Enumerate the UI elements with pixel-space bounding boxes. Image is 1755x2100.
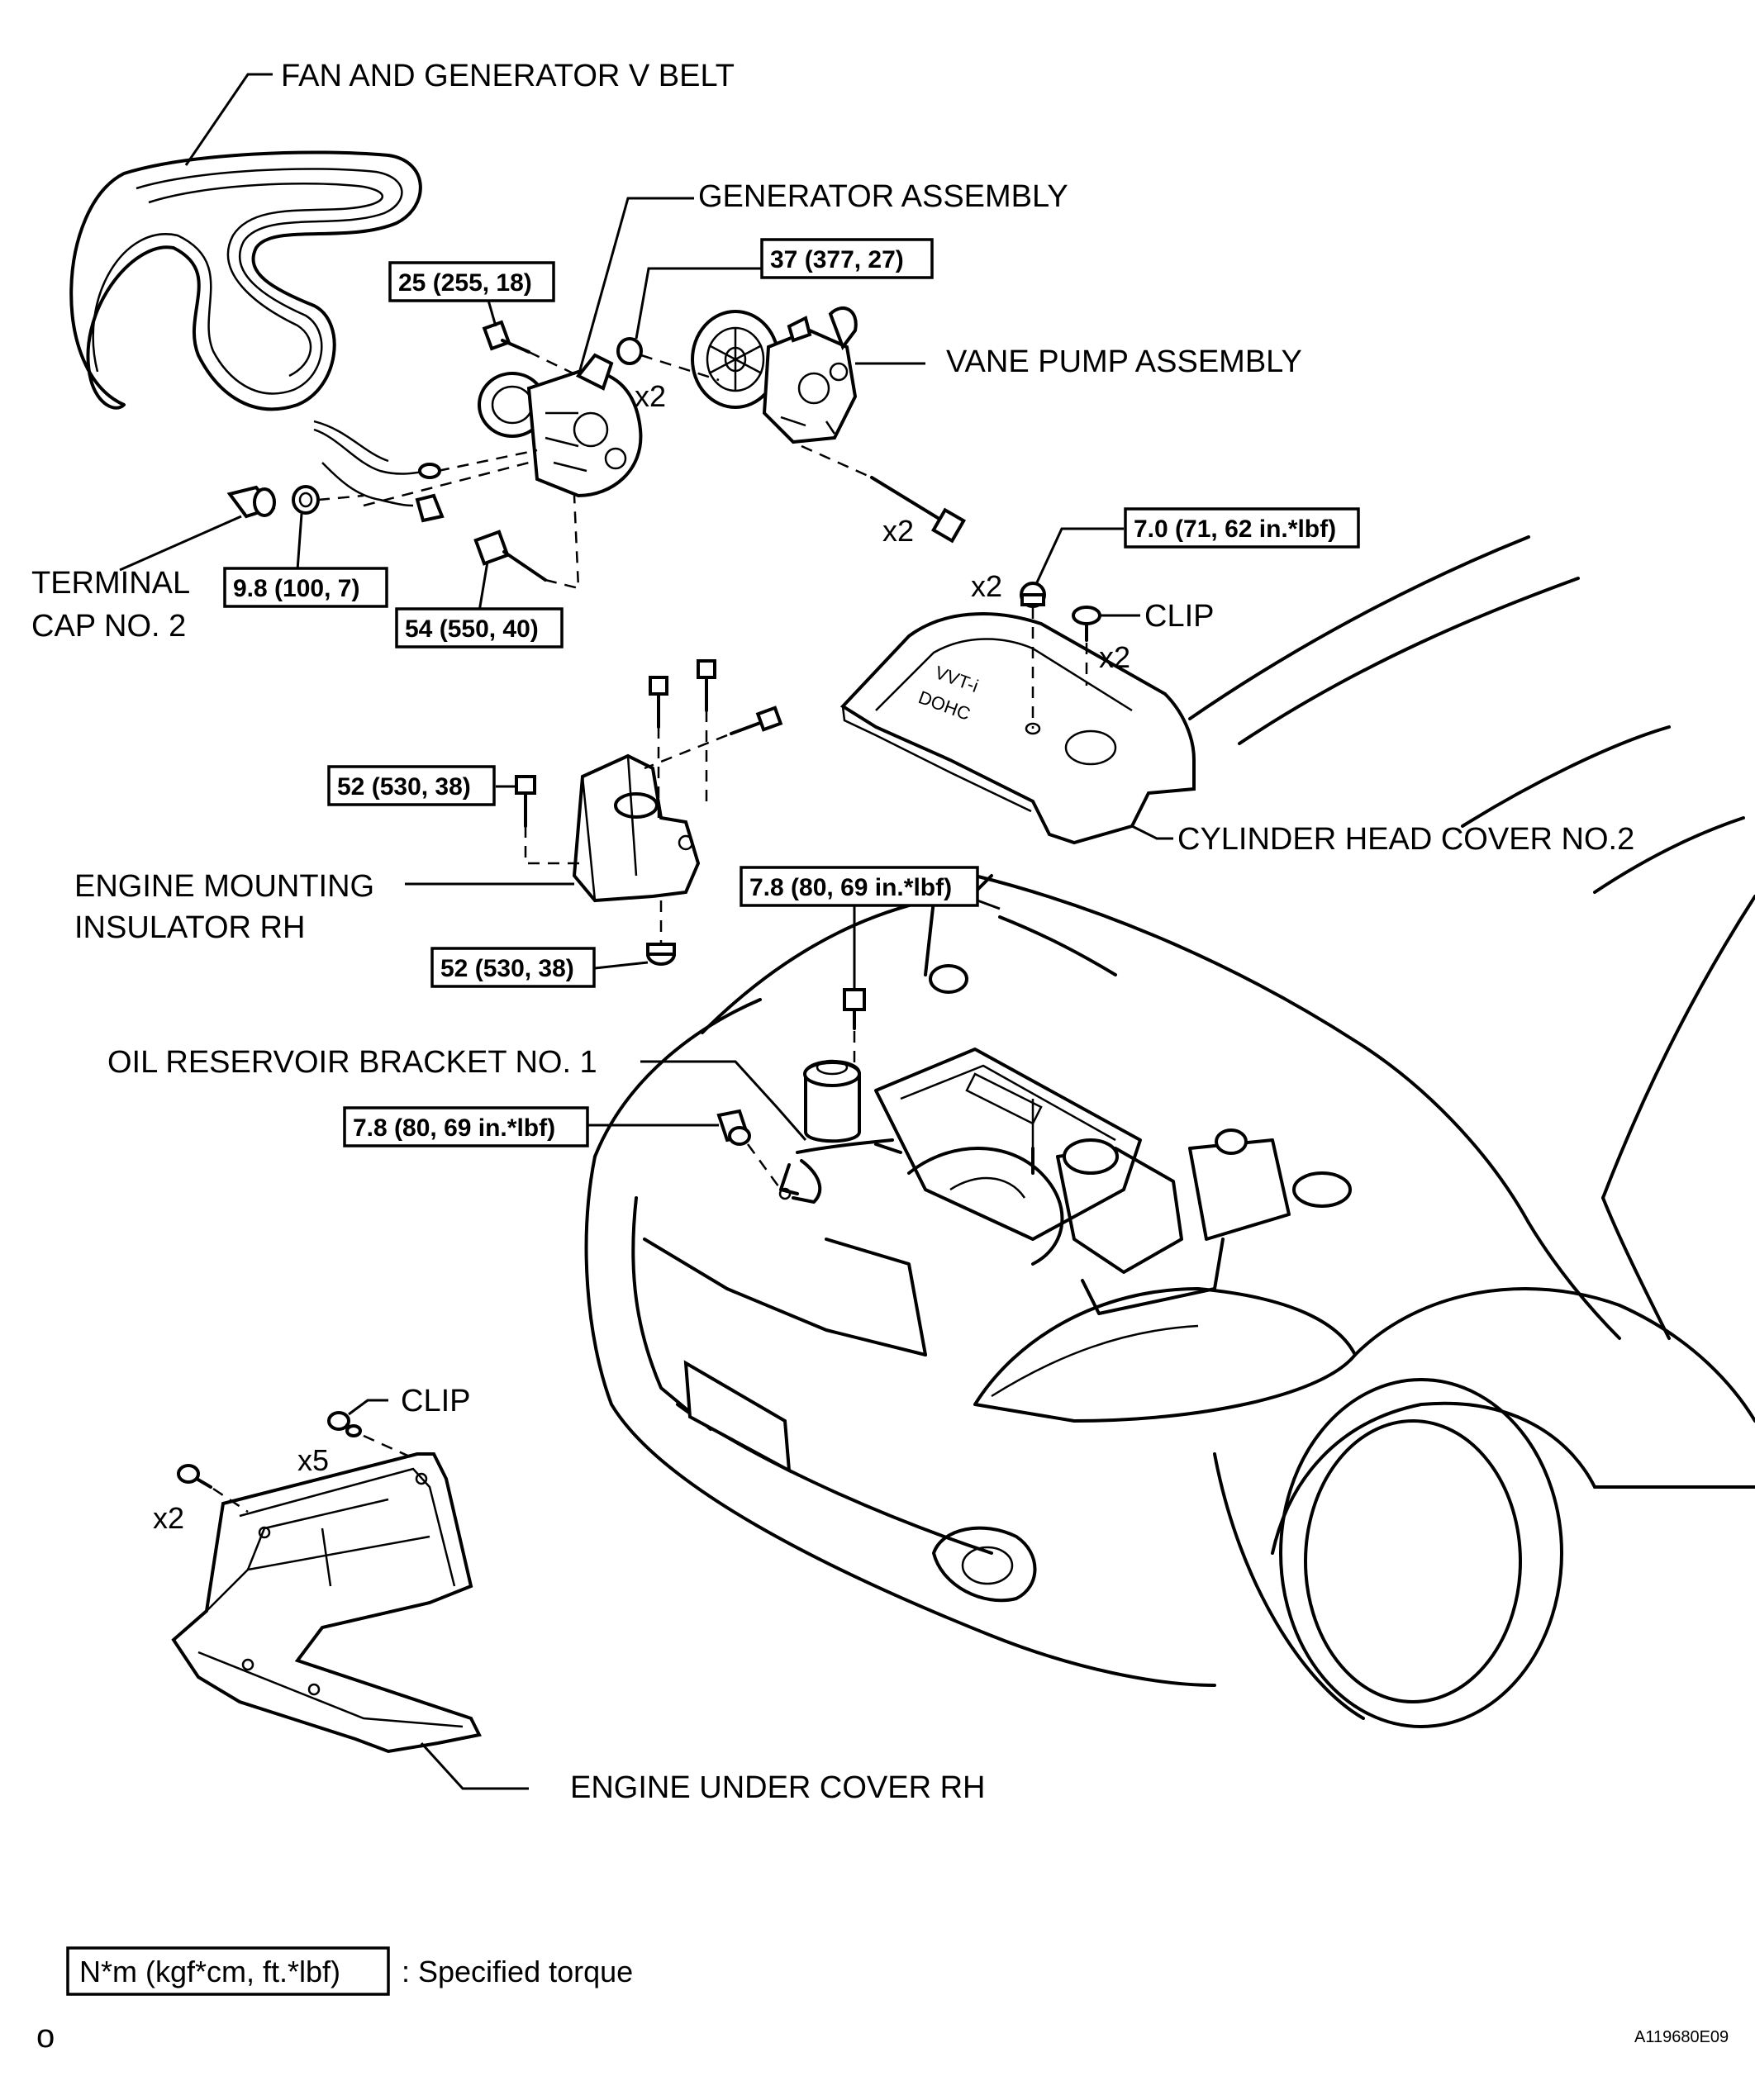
torque-box-reservoir-bolt-upper bbox=[740, 866, 979, 907]
torque-box-mount-bolt-left bbox=[327, 765, 496, 806]
torque-box-vane-pump-nut bbox=[760, 238, 934, 279]
engine-under-cover-rh bbox=[171, 1452, 482, 1754]
vehicle-front-body bbox=[584, 535, 1755, 1728]
engine-mount-label-line1: ENGINE MOUNTING bbox=[74, 869, 374, 904]
torque-generator-upper-bolt: 25 (255, 18) bbox=[398, 269, 532, 297]
oil-reservoir-label: OIL RESERVOIR BRACKET NO. 1 bbox=[107, 1045, 597, 1080]
reservoir-bolt-upper bbox=[843, 988, 866, 1030]
under-cover-bolt bbox=[177, 1464, 212, 1489]
engine-mounting-insulator-rh bbox=[572, 753, 701, 903]
under-cover-clip-label: CLIP bbox=[401, 1384, 470, 1418]
vane-pump-label: VANE PUMP ASSEMBLY bbox=[946, 344, 1302, 379]
head-cover-nut bbox=[1020, 582, 1046, 608]
qty-under-cover-clip: x5 bbox=[297, 1443, 329, 1477]
torque-box-generator-upper-bolt bbox=[388, 261, 555, 302]
torque-box-head-cover-nut bbox=[1124, 507, 1360, 549]
torque-mount-bolt-left: 52 (530, 38) bbox=[337, 773, 471, 801]
engine-in-bay bbox=[874, 1048, 1352, 1315]
fan-generator-v-belt bbox=[69, 150, 422, 411]
fan-belt-label: FAN AND GENERATOR V BELT bbox=[281, 59, 735, 93]
under-cover-clip bbox=[327, 1411, 362, 1437]
cylinder-head-cover-label: CYLINDER HEAD COVER NO.2 bbox=[1177, 822, 1634, 857]
torque-vane-pump-nut: 37 (377, 27) bbox=[770, 246, 904, 273]
terminal-nut bbox=[292, 485, 320, 515]
under-cover-label: ENGINE UNDER COVER RH bbox=[570, 1770, 986, 1805]
generator-assembly bbox=[478, 353, 643, 498]
head-cover-clip bbox=[1072, 606, 1101, 642]
figure-code: A119680E09 bbox=[1634, 2028, 1729, 2046]
generator-upper-bolt bbox=[482, 320, 530, 354]
qty-under-cover-bolt: x2 bbox=[153, 1501, 184, 1535]
vane-pump-nut bbox=[616, 337, 643, 365]
legend-unit-box bbox=[66, 1946, 390, 1996]
vane-pump-assembly bbox=[691, 306, 858, 444]
terminal-cap-label-line1: TERMINAL bbox=[31, 566, 190, 601]
engine-mount-bolt-left bbox=[515, 775, 536, 828]
qty-head-cover-nut: x2 bbox=[971, 569, 1002, 603]
torque-box-generator-lower-bolt bbox=[395, 607, 564, 649]
generator-lower-bolt bbox=[473, 530, 547, 582]
terminal-cap-no2 bbox=[226, 485, 276, 519]
torque-box-terminal-nut bbox=[223, 567, 388, 608]
oil-reservoir-bracket-no1 bbox=[778, 1059, 902, 1204]
license-plate-area bbox=[683, 1360, 792, 1474]
cylinder-head-cover-no2: VVT-i DOHC bbox=[839, 612, 1196, 845]
torque-box-reservoir-bolt-left bbox=[343, 1106, 589, 1147]
engine-mount-nut-bottom bbox=[646, 943, 676, 966]
qty-vane-pump-nut: x2 bbox=[635, 379, 666, 413]
torque-terminal-nut: 9.8 (100, 7) bbox=[233, 575, 359, 602]
reservoir-bolt-left bbox=[716, 1109, 751, 1146]
qty-head-cover-clip: x2 bbox=[1099, 640, 1130, 674]
torque-box-mount-nut-bottom bbox=[430, 947, 596, 988]
legend-description: : Specified torque bbox=[402, 1955, 633, 1988]
terminal-cap-label-line2: CAP NO. 2 bbox=[31, 609, 186, 644]
torque-reservoir-bolt-left: 7.8 (80, 69 in.*lbf) bbox=[353, 1114, 555, 1142]
vane-pump-long-bolt bbox=[870, 476, 966, 544]
torque-mount-nut-bottom: 52 (530, 38) bbox=[440, 955, 574, 982]
qty-vane-pump-bolt: x2 bbox=[882, 514, 914, 548]
engine-mount-label-line2: INSULATOR RH bbox=[74, 910, 305, 945]
engine-mount-bolts bbox=[649, 659, 783, 735]
legend-unit: N*m (kgf*cm, ft.*lbf) bbox=[79, 1955, 340, 1988]
torque-generator-lower-bolt: 54 (550, 40) bbox=[405, 615, 539, 643]
generator-label: GENERATOR ASSEMBLY bbox=[698, 179, 1068, 214]
generator-wire-harness bbox=[313, 420, 445, 523]
torque-head-cover-nut: 7.0 (71, 62 in.*lbf) bbox=[1134, 515, 1336, 543]
footer-left-mark: o bbox=[36, 2018, 55, 2055]
torque-reservoir-bolt-upper: 7.8 (80, 69 in.*lbf) bbox=[749, 874, 952, 901]
head-cover-clip-label: CLIP bbox=[1144, 599, 1214, 634]
